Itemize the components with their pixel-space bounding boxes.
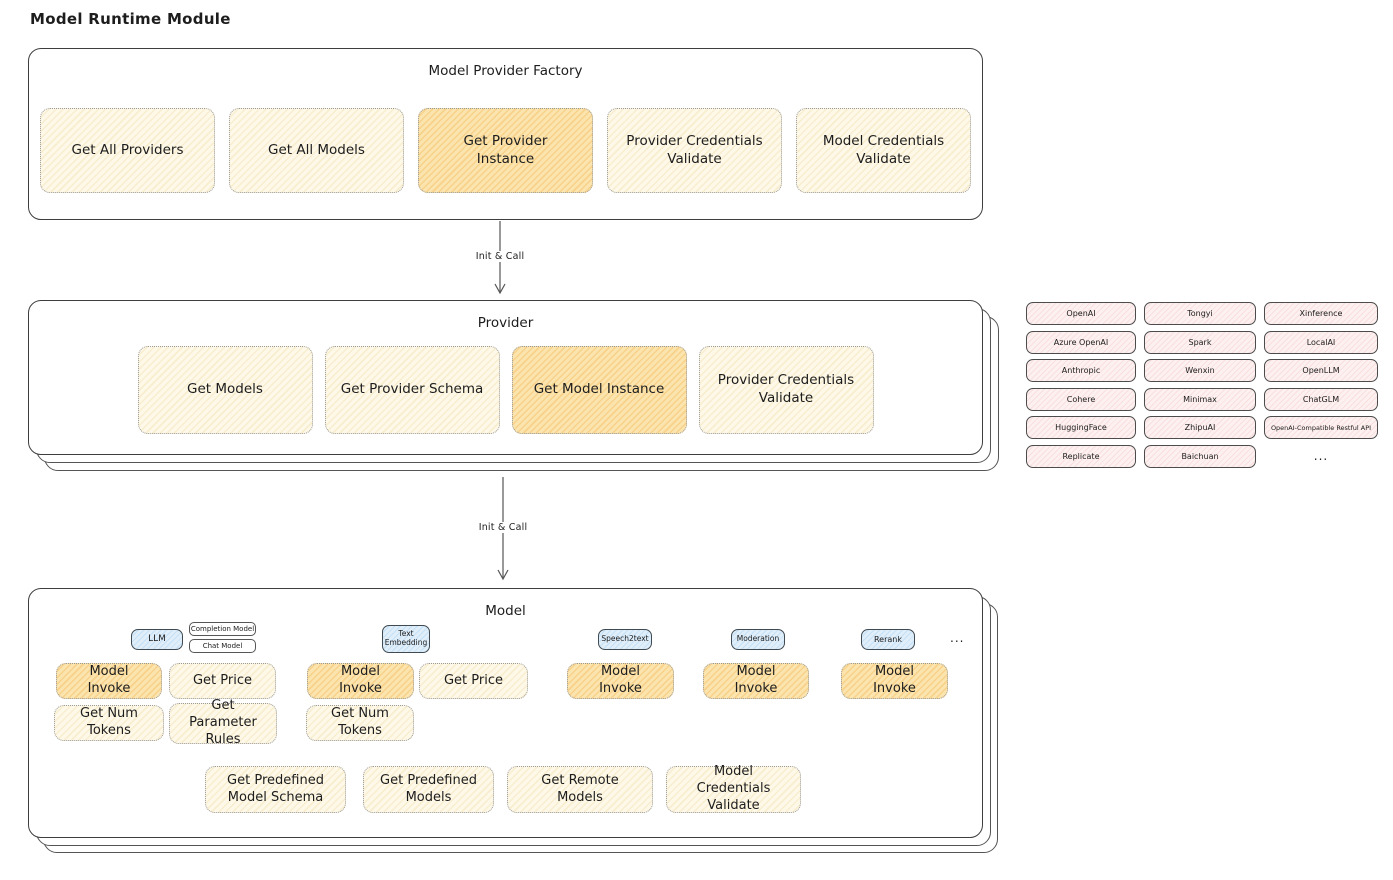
model-action-invoke-llm: Model Invoke	[56, 663, 162, 699]
factory-action-provider-credentials-validate: Provider Credentials Validate	[607, 108, 782, 193]
init-call-label-1: Init & Call	[470, 251, 530, 262]
provider-action-provider-credentials-validate: Provider Credentials Validate	[698, 346, 874, 434]
provider-chip-spark: Spark	[1144, 330, 1256, 354]
model-action-get-price-text-embedding: Get Price	[419, 663, 528, 699]
model-action-get-predefined-models: Get Predefined Models	[363, 766, 494, 813]
provider-chip-cohere: Cohere	[1026, 387, 1136, 411]
tab-rerank: Rerank	[861, 629, 915, 650]
model-action-model-credentials-validate: Model Credentials Validate	[666, 764, 801, 813]
provider-action-get-models: Get Models	[137, 346, 313, 434]
provider-chip-openai-compatible-restful-api: OpenAI-Compatible Restful API	[1264, 416, 1378, 439]
tab-text-embedding: Text Embedding	[382, 625, 430, 653]
model-panel: Model LLM Completion Model Chat Model Te…	[28, 588, 983, 838]
provider-panel: Provider Get Models Get Provider Schema …	[28, 300, 983, 455]
provider-action-get-model-instance: Get Model Instance	[511, 346, 687, 434]
model-action-invoke-speech2text: Model Invoke	[567, 663, 674, 699]
model-title: Model	[485, 603, 526, 619]
page-title: Model Runtime Module	[30, 10, 231, 28]
provider-chip-chatglm: ChatGLM	[1264, 387, 1378, 411]
model-action-invoke-moderation: Model Invoke	[703, 663, 809, 699]
model-action-get-predefined-model-schema: Get Predefined Model Schema	[205, 766, 346, 813]
providers-more-ellipsis: ...	[1313, 449, 1329, 463]
provider-chip-tongyi: Tongyi	[1144, 302, 1256, 325]
tab-chat-model: Chat Model	[189, 639, 256, 653]
tabs-more-ellipsis: ...	[950, 631, 965, 645]
provider-chip-azure-openai: Azure OpenAI	[1026, 330, 1136, 354]
provider-chip-baichuan: Baichuan	[1144, 444, 1256, 468]
model-action-get-num-tokens-text-embedding: Get Num Tokens	[306, 705, 414, 741]
provider-chip-openllm: OpenLLM	[1264, 359, 1378, 382]
provider-chip-zhipuai: ZhipuAI	[1144, 416, 1256, 439]
provider-chip-replicate: Replicate	[1026, 444, 1136, 468]
factory-action-get-all-models: Get All Models	[229, 108, 404, 193]
tab-llm: LLM	[131, 629, 183, 650]
model-action-get-price-llm: Get Price	[169, 663, 276, 699]
factory-action-get-all-providers: Get All Providers	[40, 108, 215, 193]
model-action-get-parameter-rules: Get Parameter Rules	[169, 698, 277, 747]
factory-title: Model Provider Factory	[428, 63, 583, 79]
provider-chip-wenxin: Wenxin	[1144, 359, 1256, 382]
init-call-label-2: Init & Call	[473, 522, 533, 533]
tab-speech2text: Speech2text	[598, 629, 652, 650]
providers-grid: OpenAI Azure OpenAI Anthropic Cohere Hug…	[1026, 302, 1378, 468]
factory-action-get-provider-instance: Get Provider Instance	[418, 108, 593, 193]
provider-title: Provider	[477, 315, 534, 331]
provider-chip-xinference: Xinference	[1264, 302, 1378, 325]
provider-chip-minimax: Minimax	[1144, 387, 1256, 411]
model-action-invoke-rerank: Model Invoke	[841, 663, 948, 699]
model-action-get-num-tokens-llm: Get Num Tokens	[54, 705, 164, 741]
model-action-invoke-text-embedding: Model Invoke	[307, 663, 414, 699]
factory-action-model-credentials-validate: Model Credentials Validate	[796, 108, 971, 193]
provider-chip-openai: OpenAI	[1026, 302, 1136, 325]
provider-chip-localai: LocalAI	[1264, 330, 1378, 354]
tab-moderation: Moderation	[731, 629, 785, 650]
tab-completion-model: Completion Model	[189, 622, 256, 636]
model-provider-factory-panel: Model Provider Factory Get All Providers…	[28, 48, 983, 220]
model-action-get-remote-models: Get Remote Models	[507, 766, 653, 813]
provider-action-get-provider-schema: Get Provider Schema	[324, 346, 500, 434]
provider-chip-anthropic: Anthropic	[1026, 359, 1136, 382]
provider-chip-huggingface: HuggingFace	[1026, 416, 1136, 439]
